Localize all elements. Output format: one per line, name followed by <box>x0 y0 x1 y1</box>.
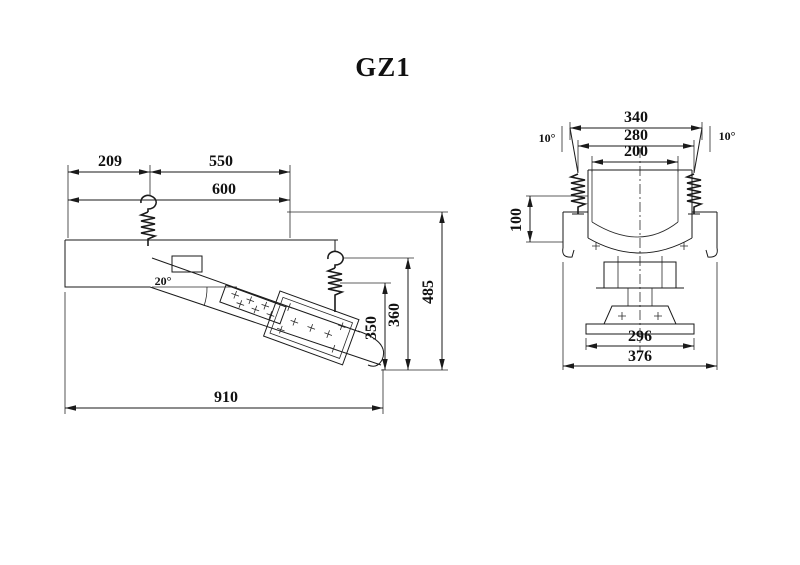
dim-376: 376 <box>562 262 718 370</box>
hook-icon <box>327 250 344 268</box>
angle-10-left-mark: 10° <box>539 126 563 152</box>
nameplate <box>171 255 203 273</box>
dim-280: 280 <box>577 127 695 172</box>
dim-360: 360 <box>343 257 414 370</box>
dim-600: 600 <box>68 181 290 203</box>
dim-200: 200 <box>591 143 679 172</box>
bolt-plus-marks <box>618 312 662 320</box>
front-spring-right <box>684 173 704 215</box>
bolt-plus-marks <box>276 303 346 353</box>
dim-350: 350 <box>340 282 391 370</box>
coil-spring-icon <box>568 173 588 214</box>
dim-100: 100 <box>508 195 588 243</box>
coil-spring-icon <box>325 267 345 312</box>
dim-910: 910 <box>64 292 384 414</box>
suspension-spring-left <box>138 194 158 246</box>
hanger-rods <box>569 127 703 174</box>
dim-296: 296 <box>585 328 695 350</box>
dim-360-label: 360 <box>386 303 403 327</box>
dim-209: 209 <box>67 153 151 238</box>
connector-channel <box>219 284 287 325</box>
drawing-title: GZ1 <box>355 52 411 82</box>
dim-485-label: 485 <box>420 280 437 304</box>
side-view: 20° 209 <box>64 153 448 414</box>
dim-209-label: 209 <box>98 153 122 170</box>
feeder-frame <box>64 239 384 367</box>
hook-icon <box>140 194 157 212</box>
front-view: 10° 10° <box>508 109 736 370</box>
dim-340: 340 <box>569 109 703 140</box>
bolt-plus-marks <box>231 290 275 319</box>
angle-20-label: 20° <box>155 274 172 288</box>
dim-280-label: 280 <box>624 127 648 144</box>
dim-296-label: 296 <box>628 328 652 345</box>
base-assembly <box>585 305 695 335</box>
angle-10-right-label: 10° <box>719 129 736 143</box>
front-spring-left <box>568 173 588 215</box>
drive-assembly-front <box>596 256 684 306</box>
dim-485: 485 <box>287 211 448 371</box>
dim-910-label: 910 <box>214 389 238 406</box>
dim-600-label: 600 <box>212 181 236 198</box>
angle-10-left-label: 10° <box>539 131 556 145</box>
coil-spring-icon <box>138 211 158 246</box>
dim-340-label: 340 <box>624 109 648 126</box>
dim-100-label: 100 <box>508 208 525 232</box>
dim-200-label: 200 <box>624 143 648 160</box>
angle-20-mark: 20° <box>152 274 237 307</box>
bolt-plus-marks <box>592 242 688 250</box>
dim-376-label: 376 <box>628 348 652 365</box>
suspension-spring-right <box>325 240 345 312</box>
trough-body <box>587 169 693 254</box>
dim-550: 550 <box>150 153 291 238</box>
coil-spring-icon <box>684 173 704 214</box>
base-plate <box>585 323 695 335</box>
electromagnetic-drive <box>262 290 360 366</box>
dim-350-label: 350 <box>363 316 380 340</box>
dim-550-label: 550 <box>209 153 233 170</box>
angle-10-right-mark: 10° <box>709 126 736 152</box>
